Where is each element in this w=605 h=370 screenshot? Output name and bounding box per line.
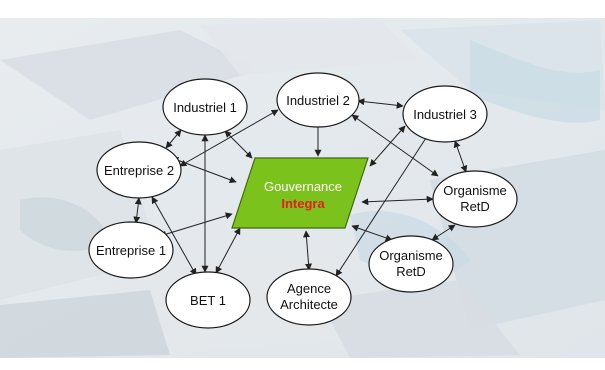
node-label: Agence (287, 281, 331, 296)
node-label: Organisme (379, 248, 443, 263)
connector-arrow (431, 224, 456, 241)
connector-arrow (215, 227, 241, 274)
node-agence-architecte[interactable]: Agence Architecte (266, 268, 352, 326)
nodes-layer: Industriel 1 Industriel 2 Industriel 3 E… (88, 72, 518, 329)
node-industriel-3[interactable]: Industriel 3 (402, 85, 488, 143)
node-label: Industriel 2 (286, 93, 350, 108)
hub-title: Gouvernance (264, 179, 342, 194)
connector-arrow (159, 212, 233, 238)
connector-arrow (351, 224, 393, 242)
node-label: Entreprise 1 (96, 243, 166, 258)
hub-brand: Integra (281, 196, 325, 211)
connector-arrow (361, 195, 434, 206)
node-industriel-1[interactable]: Industriel 1 (162, 78, 248, 136)
node-label: Entreprise 2 (104, 163, 174, 178)
connector-arrow (224, 130, 253, 159)
connector-arrow (351, 114, 439, 177)
node-label: Organisme (443, 183, 507, 198)
node-organisme-retd-2[interactable]: Organisme RetD (368, 235, 454, 293)
connector-arrow (179, 109, 279, 167)
hub-gouvernance[interactable]: Gouvernance Integra (231, 157, 369, 229)
connector-arrow (357, 98, 404, 109)
connector-arrow (165, 129, 182, 149)
node-entreprise-1[interactable]: Entreprise 1 (88, 221, 174, 279)
node-label: RetD (460, 199, 490, 214)
hub-parallelogram (231, 157, 369, 229)
node-industriel-2[interactable]: Industriel 2 (276, 72, 360, 128)
connector-arrow (151, 196, 197, 276)
node-entreprise-2[interactable]: Entreprise 2 (96, 141, 182, 199)
node-label: RetD (396, 264, 426, 279)
node-label: Industriel 1 (173, 100, 237, 115)
connector-arrow (302, 230, 313, 271)
node-label: Industriel 3 (413, 107, 477, 122)
edges-layer (133, 98, 468, 277)
node-label: Architecte (280, 297, 338, 312)
node-bet-1[interactable]: BET 1 (165, 271, 251, 329)
node-label: BET 1 (190, 293, 226, 308)
node-organisme-retd-1[interactable]: Organisme RetD (432, 170, 518, 228)
connector-arrow (133, 197, 142, 224)
connector-arrow (453, 140, 468, 173)
connector-arrow (335, 137, 427, 277)
